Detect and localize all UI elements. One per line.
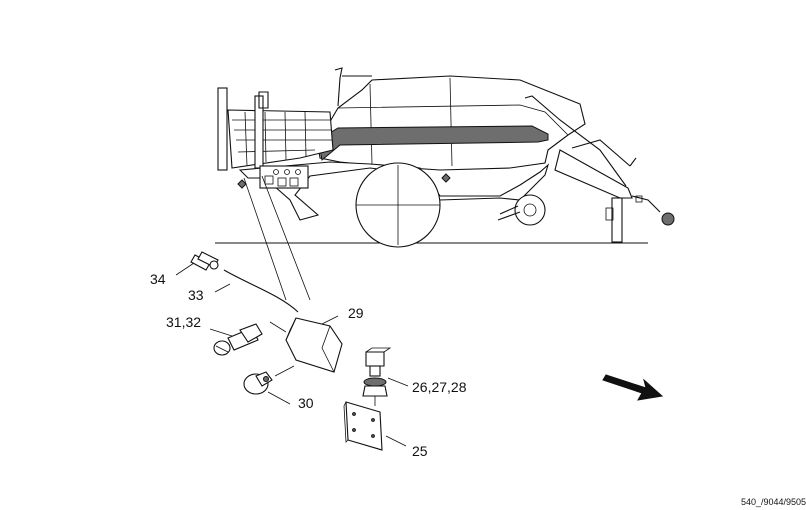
part-25-plate xyxy=(343,401,407,451)
wiring-harness xyxy=(524,95,627,187)
front-post xyxy=(217,87,228,171)
baler-machine xyxy=(215,67,675,301)
leader-30 xyxy=(267,391,291,405)
callout-34: 34 xyxy=(150,271,166,287)
callout-31-32: 31,32 xyxy=(166,314,201,330)
leader-29-machine xyxy=(261,175,311,301)
part-31-32-bolt xyxy=(209,323,263,356)
leader-33 xyxy=(214,283,231,293)
callout-30: 30 xyxy=(298,395,314,411)
drawbar xyxy=(554,149,633,199)
callout-29: 29 xyxy=(348,305,364,321)
small-wheel xyxy=(514,194,546,226)
side-stripe xyxy=(317,125,549,161)
callout-33: 33 xyxy=(188,287,204,303)
hitch-plug xyxy=(661,212,675,226)
leader-31-32 xyxy=(209,328,233,337)
leader-29 xyxy=(321,315,339,325)
part-33-wire xyxy=(214,269,299,313)
leader-25 xyxy=(385,435,407,447)
leader-34 xyxy=(175,262,195,276)
support-jack xyxy=(611,197,623,243)
indicator-cluster xyxy=(259,165,309,189)
part-29-lamp-housing xyxy=(269,315,343,373)
leader-26-27-28 xyxy=(387,377,409,387)
part-34-pins xyxy=(175,251,219,276)
pickup-cage xyxy=(227,109,334,169)
arrow-down-right-icon xyxy=(602,374,664,401)
callout-25: 25 xyxy=(412,443,428,459)
part-26-27-28-fasteners xyxy=(362,347,409,406)
reference-code: 540_/9044/9505 xyxy=(741,497,806,507)
callout-26-27-28: 26,27,28 xyxy=(412,379,467,395)
part-30-nut xyxy=(243,365,295,405)
